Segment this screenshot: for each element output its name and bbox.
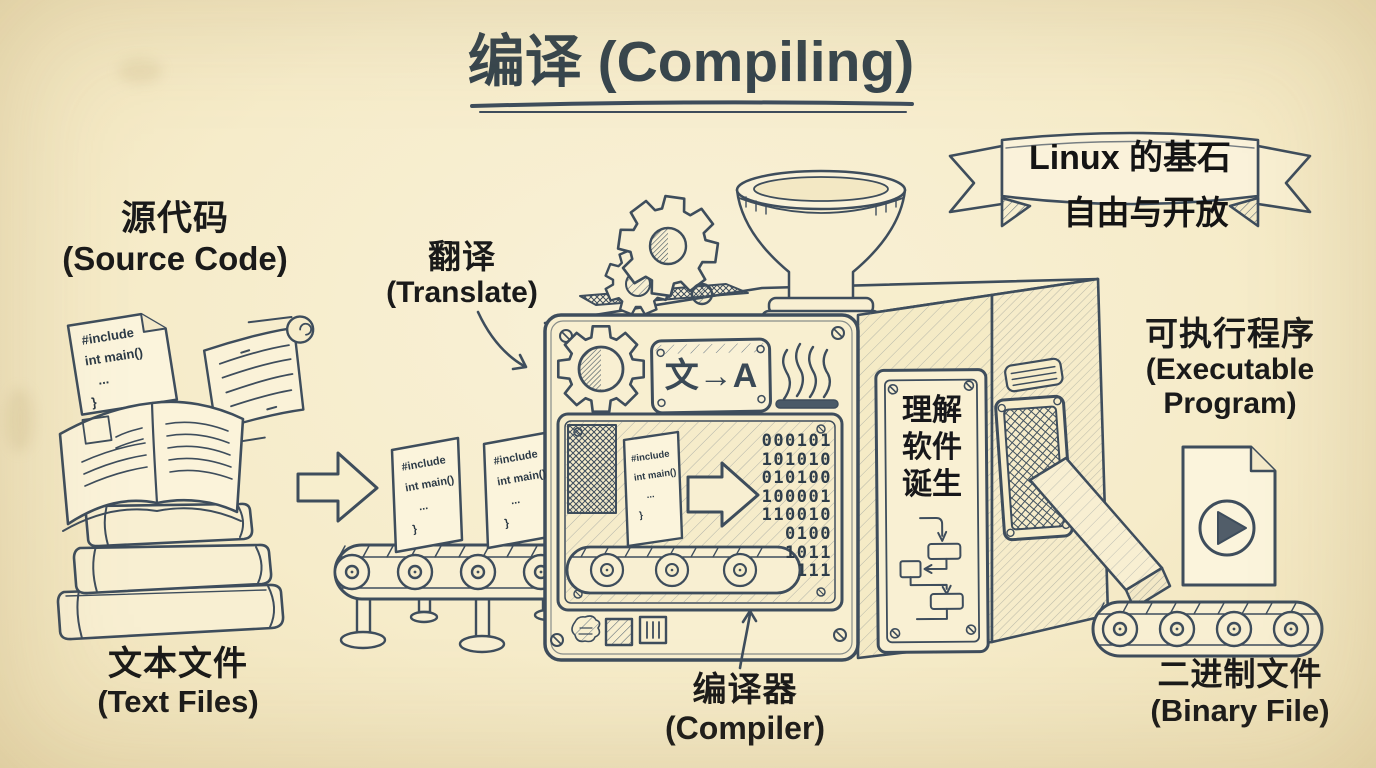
ribbon-tail-left bbox=[948, 144, 1004, 214]
binary-line: 000101 bbox=[761, 431, 832, 451]
label-compiler-en: (Compiler) bbox=[665, 710, 825, 746]
paper-stain bbox=[118, 58, 162, 84]
label-source-code: 源代码 (Source Code) bbox=[40, 198, 310, 277]
ribbon-fold bbox=[1228, 196, 1260, 228]
book-stack bbox=[56, 502, 285, 641]
side-panel-line: 软件 bbox=[902, 431, 962, 464]
machine-badge-text: 文→A bbox=[664, 357, 758, 395]
crosshatch-block bbox=[567, 424, 617, 514]
binary-line: 100001 bbox=[761, 486, 832, 507]
label-executable-program: 可执行程序 (Executable Program) bbox=[1110, 314, 1350, 421]
label-compiler: 编译器 (Compiler) bbox=[645, 670, 845, 746]
flow-arrow-right-icon bbox=[296, 451, 379, 523]
slots-square-icon bbox=[638, 615, 668, 645]
output-conveyor bbox=[1091, 600, 1324, 658]
binary-line: 101010 bbox=[761, 449, 832, 470]
vent-icon bbox=[1004, 357, 1064, 393]
side-panel-text: 理解 软件 诞生 bbox=[886, 392, 978, 503]
steam-icon bbox=[781, 342, 832, 401]
source-paper bbox=[390, 436, 464, 554]
label-text-files: 文本文件 (Text Files) bbox=[48, 644, 308, 719]
binary-line: 110010 bbox=[761, 505, 832, 526]
banner-subtitle: 自由与开放 bbox=[1063, 194, 1229, 231]
label-text-files-zh: 文本文件 bbox=[108, 645, 248, 683]
paper-stain bbox=[6, 388, 34, 452]
label-source-code-zh: 源代码 bbox=[120, 199, 229, 238]
label-translate-zh: 翻译 bbox=[428, 238, 496, 275]
books-illustration bbox=[56, 312, 315, 641]
side-panel-line: 诞生 bbox=[902, 468, 962, 501]
binary-line: 1011 bbox=[785, 542, 832, 563]
label-source-code-en: (Source Code) bbox=[62, 240, 288, 277]
input-conveyor bbox=[333, 430, 671, 654]
open-book bbox=[58, 400, 245, 532]
screw-icon bbox=[656, 344, 766, 408]
side-plaque bbox=[874, 368, 990, 654]
funnel-icon bbox=[735, 169, 907, 327]
play-icon bbox=[1198, 499, 1256, 557]
indicator-bar bbox=[775, 399, 839, 409]
label-binary-file: 二进制文件 (Binary File) bbox=[1130, 655, 1350, 728]
window-arrow-icon bbox=[686, 461, 760, 528]
binary-line: 0100 bbox=[785, 523, 832, 544]
label-executable-zh: 可执行程序 bbox=[1145, 315, 1315, 352]
side-panel-line: 理解 bbox=[902, 394, 962, 427]
stamp-icon bbox=[571, 615, 601, 643]
ribbon-band bbox=[1000, 131, 1260, 206]
label-binary-file-en: (Binary File) bbox=[1150, 693, 1330, 728]
screw-icon bbox=[997, 397, 1071, 537]
binary-line: 010100 bbox=[761, 468, 832, 489]
ribbon-banner bbox=[948, 131, 1312, 228]
compiler-arrow bbox=[738, 609, 758, 670]
machine-window bbox=[556, 412, 844, 612]
banner-title: Linux 的基石 bbox=[1028, 139, 1232, 177]
ribbon-fold bbox=[1000, 196, 1032, 228]
label-translate: 翻译 (Translate) bbox=[372, 238, 552, 310]
gear-icon bbox=[556, 324, 646, 414]
code-snippet-window: #include int main() ... } bbox=[630, 443, 688, 525]
ribbon-tail-right bbox=[1256, 144, 1312, 214]
window-paper bbox=[622, 430, 684, 548]
code-snippet-sheet: #include int main() ... } bbox=[80, 317, 176, 413]
conveyor-roller bbox=[1101, 610, 1310, 648]
flowchart-icon bbox=[899, 516, 964, 621]
code-sheet bbox=[66, 312, 179, 416]
label-executable-en1: (Executable bbox=[1145, 353, 1315, 386]
label-binary-file-zh: 二进制文件 bbox=[1157, 656, 1323, 692]
title-underline bbox=[470, 100, 914, 113]
book-top bbox=[84, 502, 254, 548]
label-translate-en: (Translate) bbox=[386, 276, 538, 309]
translate-arrow bbox=[476, 310, 528, 371]
compiler-machine bbox=[543, 169, 1172, 662]
conveyor-belt bbox=[1091, 600, 1324, 658]
binary-line: 111 bbox=[796, 561, 832, 582]
book-middle bbox=[72, 543, 273, 595]
binary-file-icon bbox=[1181, 445, 1277, 587]
translate-badge-plate bbox=[650, 337, 772, 415]
output-chute bbox=[1028, 456, 1172, 610]
gears-icon bbox=[594, 189, 725, 326]
screw-icon bbox=[887, 380, 977, 639]
label-compiler-zh: 编译器 bbox=[692, 671, 798, 709]
binary-output-text: 000101 101010 010100 100001 110010 0100 … bbox=[738, 432, 832, 581]
page-title: 编译 (Compiling) bbox=[467, 30, 915, 94]
book-bottom bbox=[56, 583, 285, 641]
label-executable-en2: Program) bbox=[1163, 387, 1297, 420]
hatch-square-icon bbox=[604, 617, 634, 647]
label-text-files-en: (Text Files) bbox=[97, 684, 259, 719]
inner-conveyor bbox=[565, 545, 802, 595]
